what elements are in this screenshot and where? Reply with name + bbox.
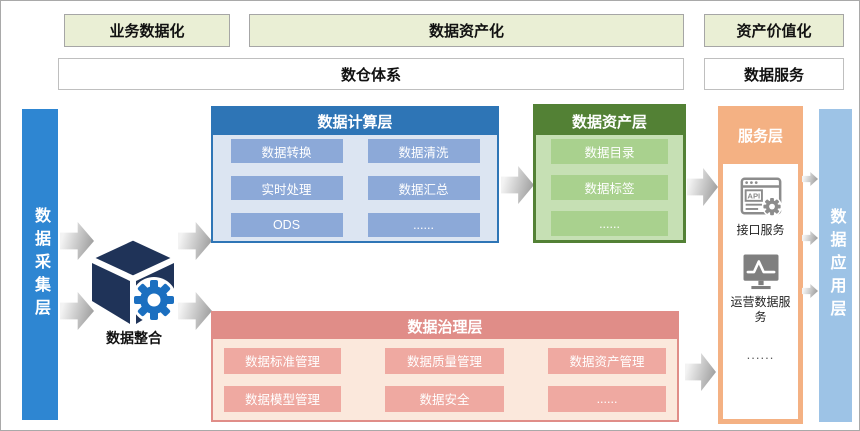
flow-arrow-integrate-to-governance xyxy=(178,292,212,330)
flow-arrow-compute-to-asset xyxy=(501,166,534,204)
flow-arrow-service-to-app-3 xyxy=(802,284,818,298)
data-service-box: 数据服务 xyxy=(704,58,844,90)
data-governance-layer-body: 数据标准管理 数据质量管理 数据资产管理 数据模型管理 数据安全 ...... xyxy=(213,339,677,420)
banner-asset-label: 数据资产化 xyxy=(428,23,504,40)
data-application-layer-label: 数据应用层 xyxy=(827,208,845,323)
data-governance-layer: 数据治理层 数据标准管理 数据质量管理 数据资产管理 数据模型管理 数据安全 .… xyxy=(211,311,679,422)
data-service-label: 数据服务 xyxy=(743,66,804,84)
service-more-dots: ...... xyxy=(746,347,775,362)
flow-arrow-service-to-app-1 xyxy=(802,172,818,186)
compute-item: ...... xyxy=(367,213,480,237)
service-item-ops-data: 运营数据服务 xyxy=(730,252,792,325)
asset-item: 数据标签 xyxy=(551,175,668,200)
banner-business-dataization: 业务数据化 xyxy=(64,14,230,47)
chart-monitor-icon xyxy=(743,254,778,290)
banner-business-label: 业务数据化 xyxy=(109,23,185,40)
service-item-api: API 接口服务 xyxy=(730,174,792,238)
compute-item: 实时处理 xyxy=(230,176,343,200)
governance-item: 数据资产管理 xyxy=(548,347,666,374)
flow-arrow-service-to-app-2 xyxy=(802,231,818,245)
warehouse-system-box: 数仓体系 xyxy=(58,58,684,90)
data-asset-layer: 数据资产层 数据目录 数据标签 ...... xyxy=(533,104,686,243)
data-asset-layer-body: 数据目录 数据标签 ...... xyxy=(536,135,683,240)
asset-item: 数据目录 xyxy=(551,139,668,164)
api-service-label: 接口服务 xyxy=(736,223,785,237)
governance-item: 数据标准管理 xyxy=(224,347,341,374)
data-asset-layer-title: 数据资产层 xyxy=(536,107,683,135)
service-layer: 服务层 API xyxy=(718,106,803,424)
data-collection-layer-label: 数据采集层 xyxy=(32,207,49,322)
banner-asset-valuation: 资产价值化 xyxy=(704,14,844,47)
data-collection-layer-bar: 数据采集层 xyxy=(22,109,58,420)
asset-item: ...... xyxy=(551,211,668,236)
compute-item: ODS xyxy=(230,213,343,237)
flow-arrow-integrate-to-compute xyxy=(178,222,212,260)
governance-item: 数据模型管理 xyxy=(224,385,341,412)
warehouse-system-label: 数仓体系 xyxy=(340,66,401,84)
compute-item: 数据清洗 xyxy=(367,139,480,163)
banner-value-label: 资产价值化 xyxy=(736,23,812,40)
api-icon: API xyxy=(740,177,782,217)
data-compute-layer-title: 数据计算层 xyxy=(213,108,497,135)
service-layer-title: 服务层 xyxy=(718,106,803,164)
flow-arrow-asset-to-service xyxy=(687,168,718,206)
data-governance-layer-title: 数据治理层 xyxy=(213,313,677,339)
flow-arrow-governance-to-service xyxy=(685,353,716,391)
cube-gear-icon xyxy=(88,237,178,324)
ops-data-service-label: 运营数据服务 xyxy=(730,295,791,324)
svg-text:API: API xyxy=(747,191,760,200)
governance-item: ...... xyxy=(548,385,666,412)
banner-data-assetization: 数据资产化 xyxy=(249,14,684,47)
compute-item: 数据转换 xyxy=(230,139,343,163)
data-integration-label: 数据整合 xyxy=(106,330,162,346)
governance-item: 数据安全 xyxy=(385,385,504,412)
compute-item: 数据汇总 xyxy=(367,176,480,200)
data-application-layer-bar: 数据应用层 xyxy=(819,109,852,422)
data-compute-layer-body: 数据转换 数据清洗 实时处理 数据汇总 ODS ...... xyxy=(213,135,497,241)
data-compute-layer: 数据计算层 数据转换 数据清洗 实时处理 数据汇总 ODS ...... xyxy=(211,106,499,243)
governance-item: 数据质量管理 xyxy=(385,347,504,374)
